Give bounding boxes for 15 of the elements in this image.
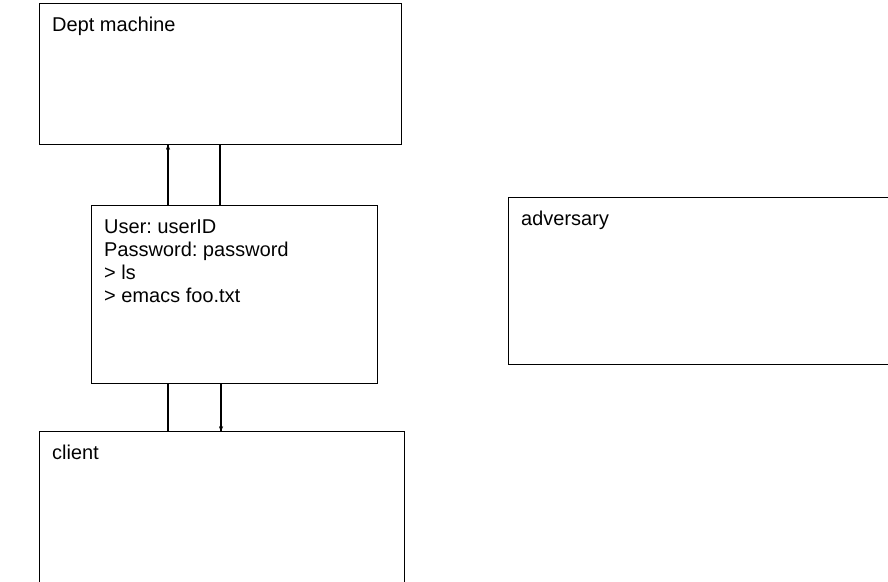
node-text: Dept machine <box>52 14 176 37</box>
process-box <box>508 197 888 365</box>
process-box <box>91 205 378 384</box>
arrow <box>166 145 170 205</box>
node-text: Password: password <box>104 239 289 262</box>
connector-line <box>219 145 221 205</box>
process-box <box>39 3 402 145</box>
process-box <box>39 431 405 582</box>
connector-line <box>167 384 169 431</box>
node-text: > ls <box>104 262 136 285</box>
node-text: client <box>52 442 99 465</box>
node-text: User: userID <box>104 216 216 239</box>
node-text: > emacs foo.txt <box>104 285 240 308</box>
arrow <box>218 384 224 431</box>
node-text: adversary <box>521 208 609 231</box>
